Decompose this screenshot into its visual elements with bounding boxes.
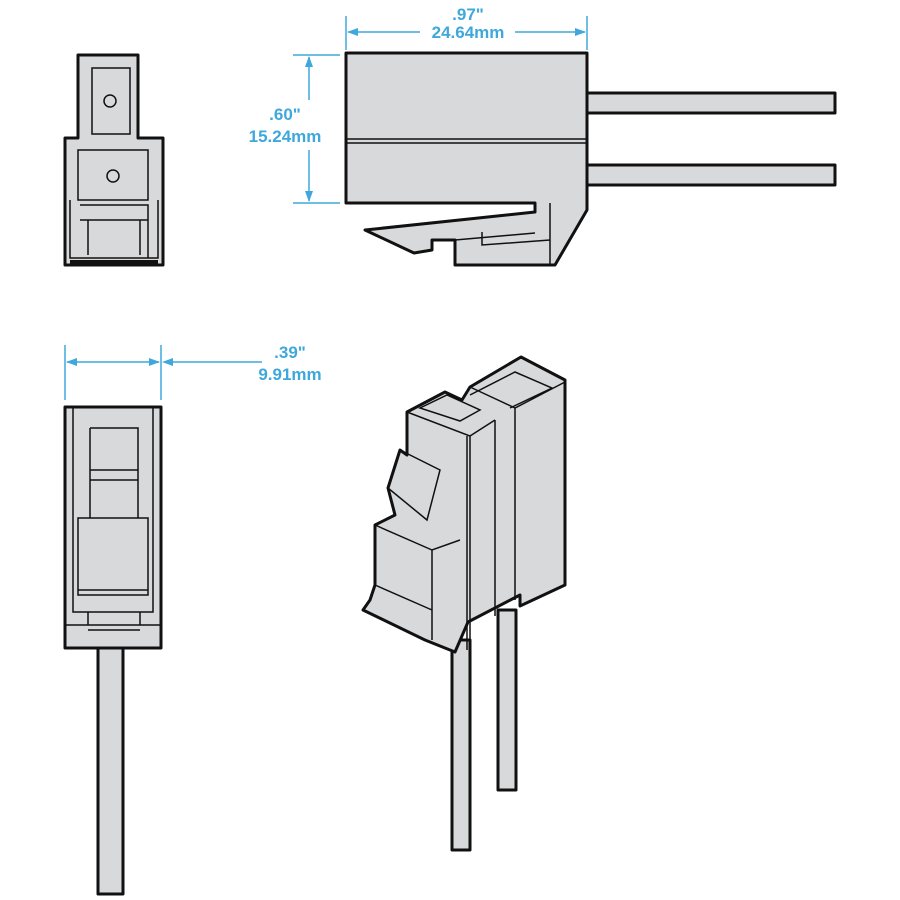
width-inches-label: .39"	[274, 343, 306, 362]
isometric-view	[361, 355, 567, 852]
end-view	[63, 53, 165, 267]
length-inches-label: .97"	[452, 5, 484, 24]
length-dimension: .97" 24.64mm	[345, 5, 588, 50]
side-view	[344, 51, 837, 267]
width-mm-label: 9.91mm	[258, 365, 321, 384]
height-inches-label: .60"	[269, 105, 301, 124]
height-dimension: .60" 15.24mm	[249, 54, 340, 204]
front-view	[63, 405, 163, 896]
length-mm-label: 24.64mm	[432, 23, 505, 42]
height-mm-label: 15.24mm	[249, 127, 322, 146]
width-dimension: .39" 9.91mm	[64, 343, 322, 400]
